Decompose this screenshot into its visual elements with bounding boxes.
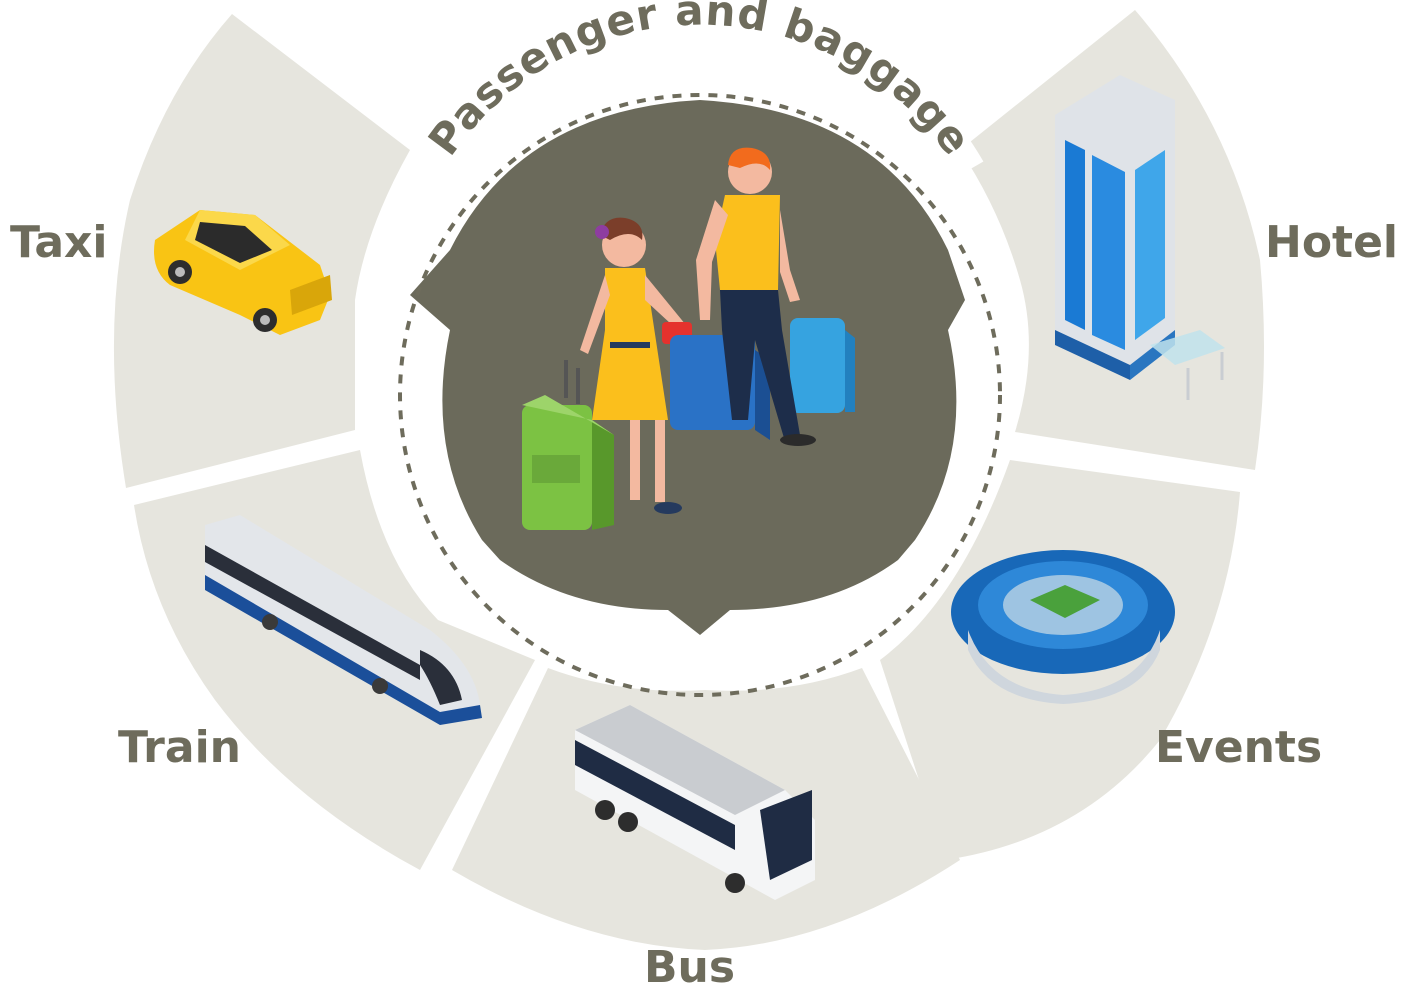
blue-stadium-icon <box>951 550 1175 704</box>
traveling-couple-icon <box>522 147 855 530</box>
man-figure <box>696 147 816 446</box>
label-events: Events <box>1155 722 1322 773</box>
silver-train-icon <box>205 515 482 725</box>
dashed-ring <box>398 93 1002 697</box>
yellow-taxi-car-icon <box>154 210 332 335</box>
blue-hotel-tower-icon <box>1055 75 1225 400</box>
label-hotel: Hotel <box>1265 217 1398 268</box>
green-suitcase-icon <box>522 360 614 530</box>
label-train: Train <box>118 722 241 773</box>
label-bus: Bus <box>644 942 735 987</box>
label-taxi: Taxi <box>10 217 108 268</box>
woman-figure <box>580 217 692 514</box>
white-coach-bus-icon <box>575 705 815 900</box>
